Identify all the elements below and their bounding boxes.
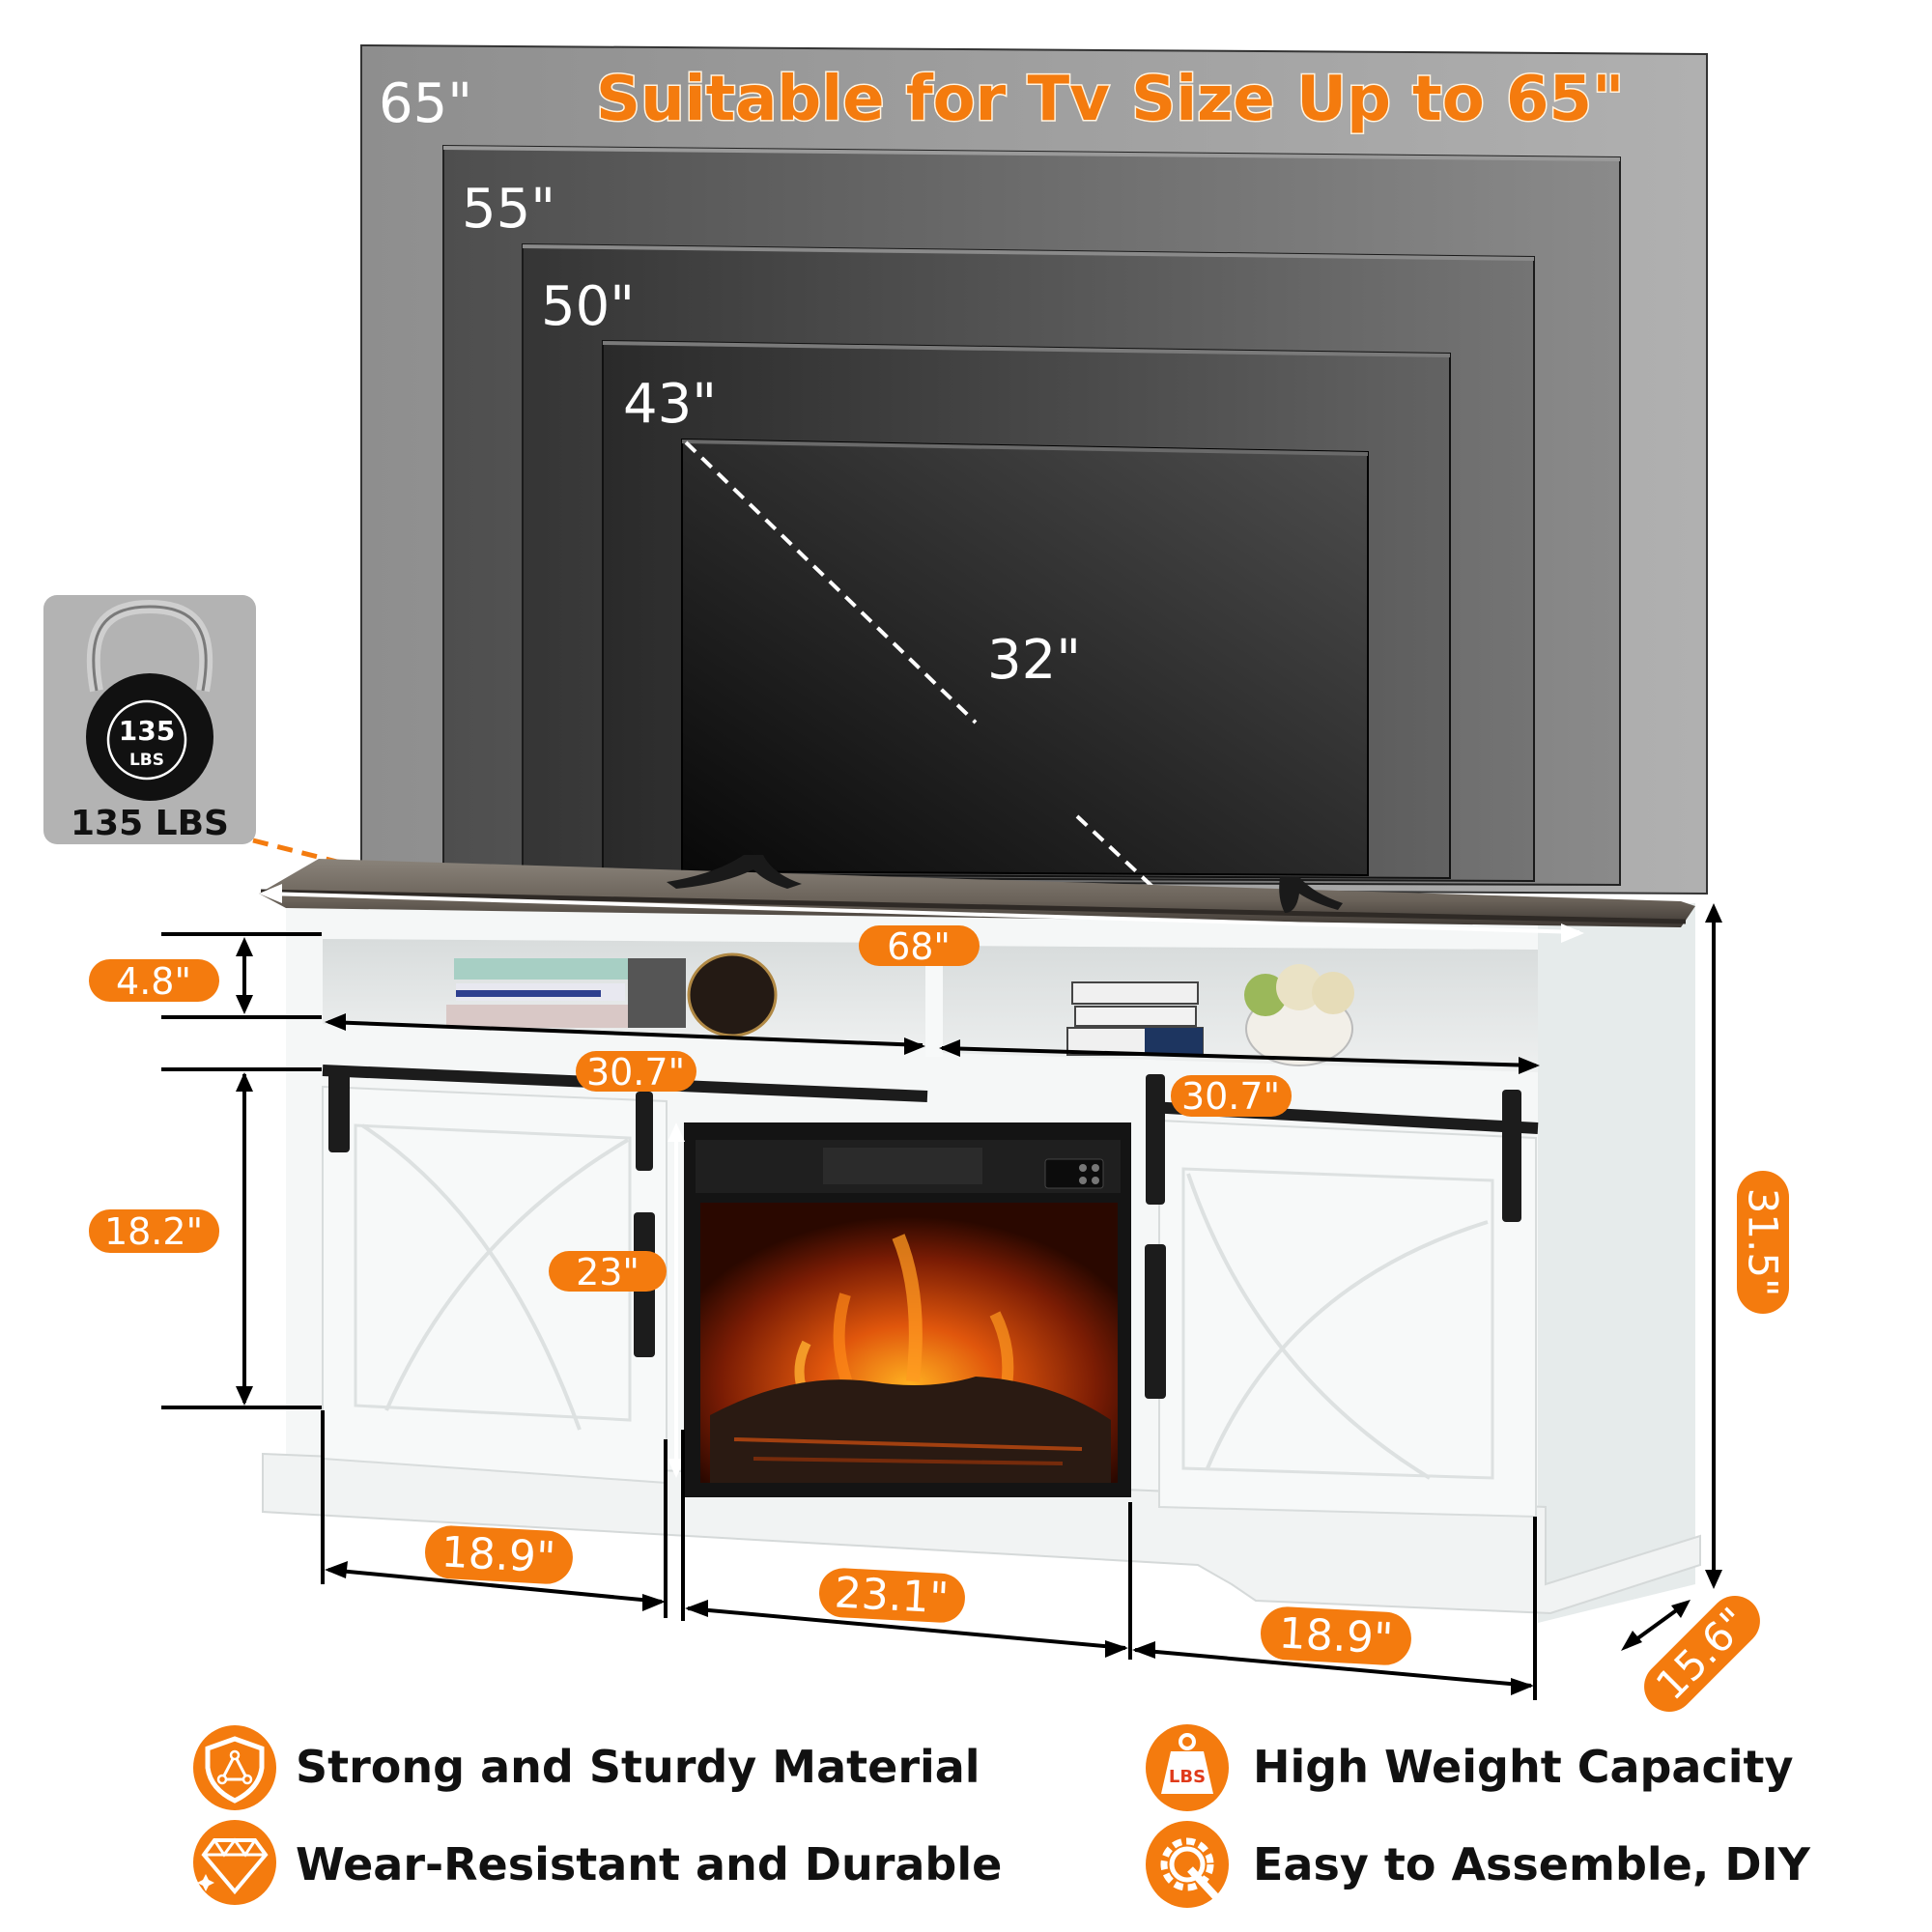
cabinet-plinth [262,1452,1701,1615]
svg-text:23": 23" [576,1251,639,1293]
feature-item: LBS High Weight Capacity [1146,1724,1793,1811]
weight-icon-text: LBS [1169,1767,1206,1787]
tv-foot-left [667,855,802,889]
svg-text:18.9": 18.9" [1278,1608,1395,1663]
electric-fireplace [684,1122,1131,1497]
kettlebell-unit: LBS [129,751,164,770]
svg-text:30.7": 30.7" [1181,1075,1280,1118]
tv-size-label-55: 55" [462,178,555,241]
headline: Suitable for Tv Size Up to 65" [596,64,1624,135]
feature-label: High Weight Capacity [1253,1741,1793,1793]
door-hanger-strap [328,1067,350,1152]
shelf-books-right [1066,981,1204,1056]
dim-label-fireplace-width: 23.1" [819,1568,965,1624]
tv-size-label-65: 65" [379,72,472,135]
tv-stand-cabinet [259,855,1701,1623]
feature-list: Strong and Sturdy Material Wear-Resistan… [193,1724,1811,1908]
svg-text:30.7": 30.7" [586,1051,685,1094]
open-shelf-right [942,946,1538,1072]
shield-icon [193,1725,276,1810]
tv-size-label-32: 32" [987,629,1081,692]
svg-text:18.2": 18.2" [104,1210,203,1253]
tv-size-comparison: 65" 55" 50" 43" 32" Suitable for Tv Size… [360,43,1708,1084]
tv-foot-right [1279,877,1343,913]
feature-item: Easy to Assemble, DIY [1146,1821,1811,1908]
weight-caption: 135 LBS [71,804,229,843]
door-hanger-strap [636,1092,653,1171]
kettlebell-icon: 135 LBS [86,599,213,801]
feature-label: Wear-Resistant and Durable [296,1838,1002,1890]
dimension-lines [161,884,1722,1700]
weight-badge: 135 LBS 135 LBS [43,595,256,844]
svg-text:18.9": 18.9" [440,1527,557,1582]
svg-text:23.1": 23.1" [834,1568,951,1623]
wood-top [259,859,1695,927]
dim-label-door-width-right: 18.9" [1261,1606,1411,1665]
kettlebell-number: 135 [119,715,175,747]
tv-size-label-43: 43" [623,373,717,436]
diamond-icon [193,1820,276,1905]
shelf-plant-vase [1244,964,1354,1066]
svg-text:31.5": 31.5" [1740,1188,1787,1297]
door-hanger-strap [1502,1090,1521,1222]
shelf-books-left [446,958,686,1028]
feature-label: Strong and Sturdy Material [296,1741,980,1793]
dim-label-shelf-height: 4.8" [89,959,219,1003]
svg-text:4.8": 4.8" [116,960,191,1003]
dim-label-total-height: 31.5" [1737,1171,1789,1314]
door-hanger-strap [1146,1074,1165,1205]
dim-label-depth: 15.6" [1644,1596,1760,1712]
barn-door-right[interactable] [1145,1074,1537,1519]
gear-wrench-icon [1146,1821,1229,1908]
dim-label-door-width-left: 18.9" [425,1525,573,1584]
dim-label-shelf-width-left: 30.7" [576,1051,696,1094]
feature-label: Easy to Assemble, DIY [1253,1838,1811,1890]
feature-item: Wear-Resistant and Durable [193,1820,1002,1905]
fireplace-logs [710,1377,1111,1483]
tv-size-label-50: 50" [541,275,635,338]
door-handle-right[interactable] [1145,1244,1166,1399]
shelf-vase-left [687,952,778,1037]
dim-label-fireplace-height: 23" [549,1251,667,1293]
fireplace-control-panel[interactable] [1044,1158,1104,1189]
weight-lbs-icon: LBS [1146,1724,1229,1811]
feature-item: Strong and Sturdy Material [193,1725,980,1810]
diagonal-measure-line [684,440,978,724]
dim-label-door-height: 18.2" [89,1209,219,1253]
svg-text:68": 68" [887,925,951,968]
dim-label-shelf-width-right: 30.7" [1171,1075,1292,1118]
dim-label-width-total: 68" [859,925,980,968]
barn-door-left[interactable] [322,1067,668,1485]
